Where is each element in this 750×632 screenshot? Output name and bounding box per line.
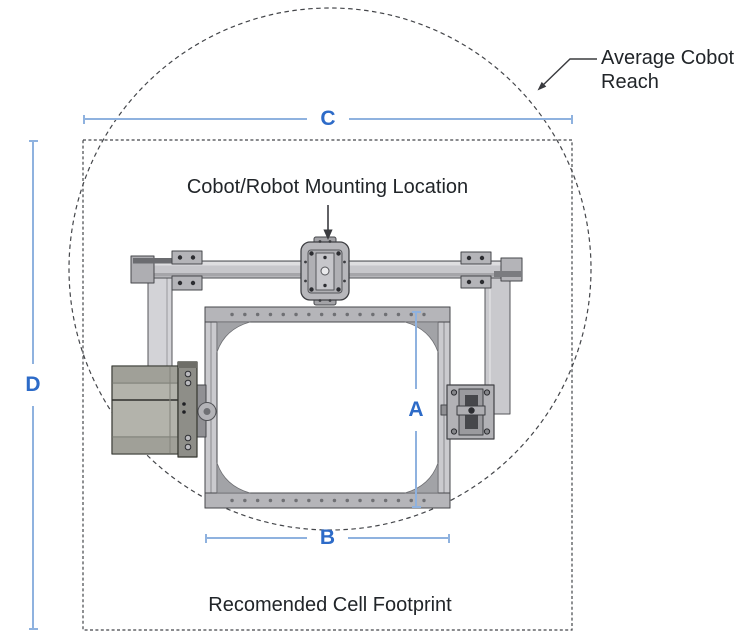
dimension-tick: [411, 506, 421, 508]
corner-gusset: [216, 321, 251, 353]
dimension-line: [415, 312, 417, 389]
dimension-tick: [28, 628, 38, 630]
dimension-tick: [83, 114, 85, 124]
dimension-d: D: [24, 140, 42, 630]
dimension-d-label: D: [25, 373, 41, 396]
dimension-tick: [571, 114, 574, 124]
cell-footprint-label: Recomended Cell Footprint: [208, 594, 452, 616]
corner-gusset: [404, 462, 439, 494]
mounting-location-label: Cobot/Robot Mounting Location: [186, 176, 469, 198]
mounting-plate: [300, 236, 350, 306]
dimension-tick: [205, 533, 207, 543]
dimension-line: [32, 406, 34, 629]
right-beam-clamp: [460, 251, 492, 289]
dimension-tick: [28, 140, 38, 142]
leader-arrow-icon: [537, 58, 597, 91]
dimension-line: [206, 537, 307, 539]
left-beam-clamp: [171, 250, 203, 291]
tailstock: [440, 384, 495, 440]
cobot-reach-circle: [68, 7, 592, 531]
dimension-tick: [411, 311, 421, 313]
dimension-line: [415, 430, 417, 507]
dimension-a: A: [407, 311, 425, 508]
dimension-line: [348, 537, 449, 539]
corner-gusset: [216, 462, 251, 494]
dimension-b: B: [205, 526, 451, 549]
dimension-c-label: C: [320, 107, 336, 130]
dimension-a-label: A: [408, 397, 424, 421]
average-reach-label: Average Cobot Reach: [601, 47, 735, 93]
left-post: [147, 275, 173, 369]
corner-gusset: [404, 321, 439, 353]
dimension-b-label: B: [319, 526, 336, 549]
down-arrow-icon: [323, 205, 333, 240]
positioner-machine: [111, 236, 523, 509]
dimension-tick: [448, 533, 451, 543]
dimension-line: [348, 118, 572, 120]
dimension-line: [32, 141, 34, 364]
dimension-line: [84, 118, 308, 120]
dimension-c: C: [83, 107, 574, 130]
frame: [204, 306, 451, 509]
headstock-motor: [111, 361, 217, 458]
cell-footprint-outline: [82, 139, 573, 631]
